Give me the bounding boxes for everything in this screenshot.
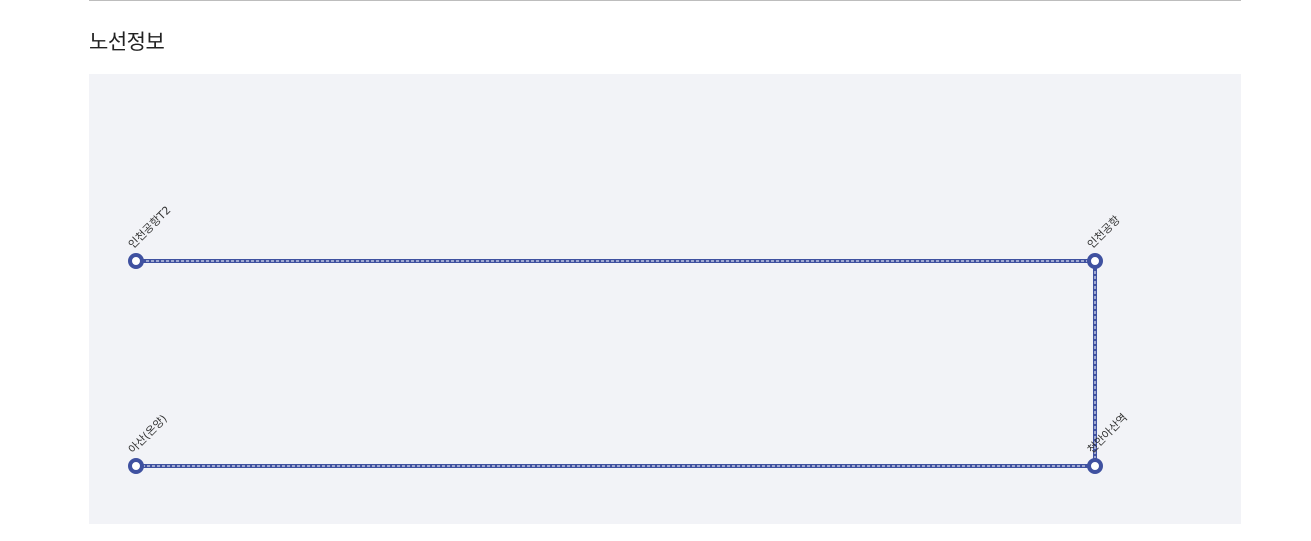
station-marker-asan-onyang[interactable]	[128, 458, 144, 474]
station-label-cheonan-asan: 천안아산역	[1084, 410, 1130, 456]
top-divider	[89, 0, 1241, 1]
station-marker-incheon-airport[interactable]	[1087, 253, 1103, 269]
station-label-incheon-airport-t2: 인천공항T2	[125, 203, 173, 251]
section-title: 노선정보	[89, 30, 165, 54]
station-marker-incheon-airport-t2[interactable]	[128, 253, 144, 269]
station-marker-cheonan-asan[interactable]	[1087, 458, 1103, 474]
station-label-asan-onyang: 아산(온양)	[126, 412, 170, 456]
station-label-incheon-airport: 인천공항	[1084, 213, 1123, 252]
